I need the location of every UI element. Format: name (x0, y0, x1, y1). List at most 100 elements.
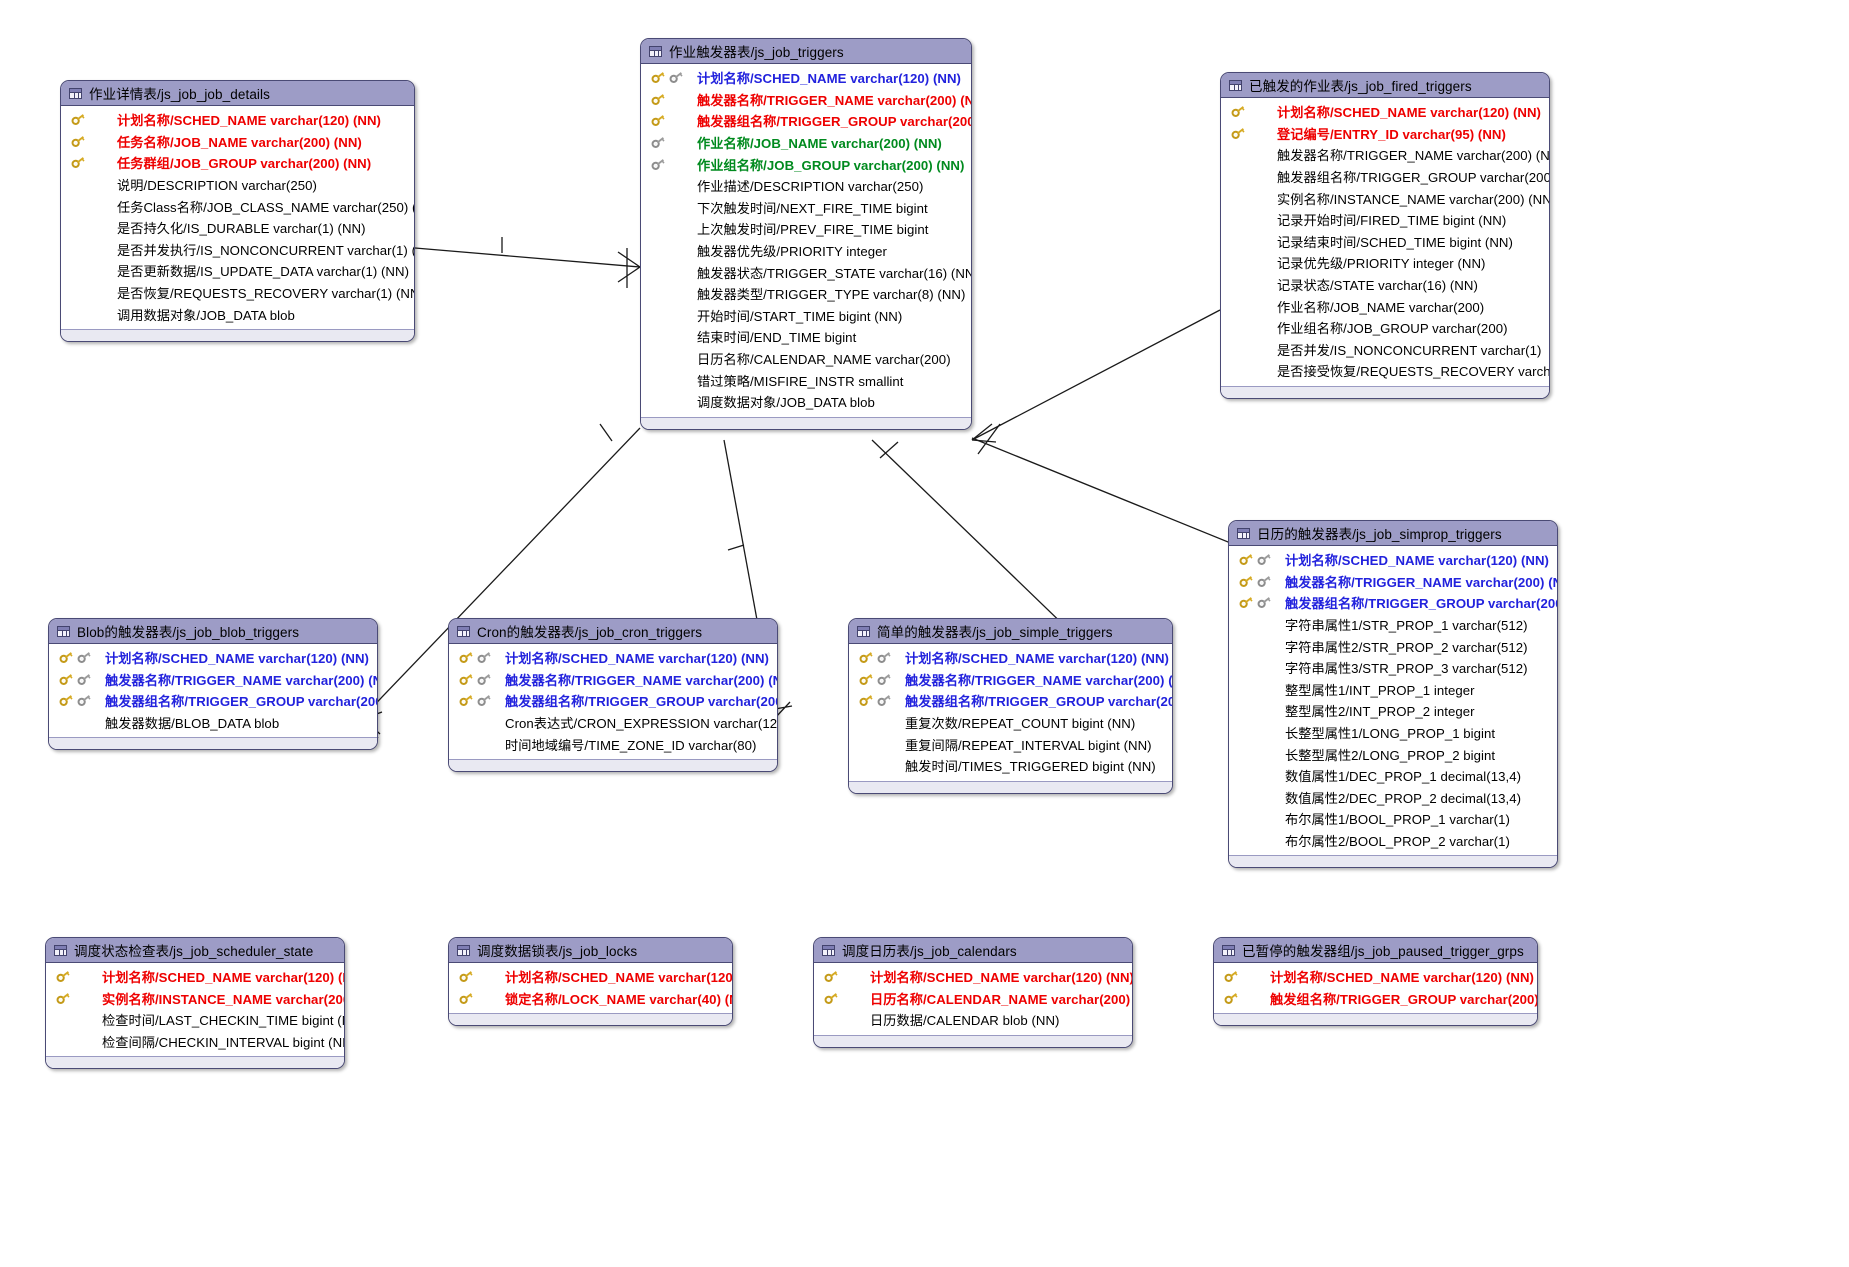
attribute-row[interactable]: 计划名称/SCHED_NAME varchar(120) (NN) (849, 647, 1172, 669)
attribute-row[interactable]: 触发器名称/TRIGGER_NAME varchar(200) (NN) (1229, 571, 1557, 593)
attribute-row[interactable]: 作业组名称/JOB_GROUP varchar(200) (NN) (641, 153, 971, 175)
entity-header-locks[interactable]: 调度数据锁表/js_job_locks (449, 938, 732, 963)
entity-header-blob_triggers[interactable]: Blob的触发器表/js_job_blob_triggers (49, 619, 377, 644)
entity-scheduler_state[interactable]: 调度状态检查表/js_job_scheduler_state 计划名称/SCHED… (45, 937, 345, 1070)
attribute-row[interactable]: 数值属性2/DEC_PROP_2 decimal(13,4) (1229, 787, 1557, 809)
attribute-row[interactable]: 触发器名称/TRIGGER_NAME varchar(200) (NN) (849, 669, 1172, 691)
entity-header-simprop_triggers[interactable]: 日历的触发器表/js_job_simprop_triggers (1229, 521, 1557, 546)
attribute-row[interactable]: 日历名称/CALENDAR_NAME varchar(200) (641, 348, 971, 370)
attribute-row[interactable]: 计划名称/SCHED_NAME varchar(120) (NN) (46, 966, 344, 988)
attribute-row[interactable]: 错过策略/MISFIRE_INSTR smallint (641, 369, 971, 391)
attribute-row[interactable]: 计划名称/SCHED_NAME varchar(120) (NN) (641, 67, 971, 89)
attribute-row[interactable]: 触发器组名称/TRIGGER_GROUP varchar(200) (NN) (849, 690, 1172, 712)
attribute-row[interactable]: 任务Class名称/JOB_CLASS_NAME varchar(250) (N… (61, 195, 414, 217)
attribute-row[interactable]: 时间地域编号/TIME_ZONE_ID varchar(80) (449, 733, 777, 755)
entity-calendars[interactable]: 调度日历表/js_job_calendars 计划名称/SCHED_NAME va… (813, 937, 1133, 1048)
attribute-row[interactable]: 作业组名称/JOB_GROUP varchar(200) (1221, 317, 1549, 339)
attribute-row[interactable]: 下次触发时间/NEXT_FIRE_TIME bigint (641, 197, 971, 219)
entity-header-job_triggers[interactable]: 作业触发器表/js_job_triggers (641, 39, 971, 64)
attribute-row[interactable]: 触发器名称/TRIGGER_NAME varchar(200) (NN) (1221, 144, 1549, 166)
entity-header-scheduler_state[interactable]: 调度状态检查表/js_job_scheduler_state (46, 938, 344, 963)
entity-simprop_triggers[interactable]: 日历的触发器表/js_job_simprop_triggers 计划名称/SCHE… (1228, 520, 1558, 869)
attribute-row[interactable]: 作业名称/JOB_NAME varchar(200) (NN) (641, 132, 971, 154)
attribute-row[interactable]: 上次触发时间/PREV_FIRE_TIME bigint (641, 218, 971, 240)
attribute-row[interactable]: 是否持久化/IS_DURABLE varchar(1) (NN) (61, 217, 414, 239)
attribute-row[interactable]: 触发器状态/TRIGGER_STATE varchar(16) (NN) (641, 261, 971, 283)
attribute-row[interactable]: 触发器组名称/TRIGGER_GROUP varchar(200) (NN) (1221, 166, 1549, 188)
attribute-row[interactable]: 记录优先级/PRIORITY integer (NN) (1221, 252, 1549, 274)
attribute-row[interactable]: 长整型属性2/LONG_PROP_2 bigint (1229, 743, 1557, 765)
attribute-row[interactable]: 触发器组名称/TRIGGER_GROUP varchar(200) (NN) (1229, 592, 1557, 614)
attribute-row[interactable]: 布尔属性2/BOOL_PROP_2 varchar(1) (1229, 830, 1557, 852)
attribute-row[interactable]: 触发器组名称/TRIGGER_GROUP varchar(200) (NN) (449, 690, 777, 712)
attribute-row[interactable]: 计划名称/SCHED_NAME varchar(120) (NN) (449, 966, 732, 988)
entity-fired_triggers[interactable]: 已触发的作业表/js_job_fired_triggers 计划名称/SCHED_… (1220, 72, 1550, 399)
attribute-row[interactable]: 日历名称/CALENDAR_NAME varchar(200) (NN) (814, 988, 1132, 1010)
attribute-row[interactable]: 计划名称/SCHED_NAME varchar(120) (NN) (49, 647, 377, 669)
attribute-row[interactable]: 计划名称/SCHED_NAME varchar(120) (NN) (61, 109, 414, 131)
attribute-row[interactable]: 任务名称/JOB_NAME varchar(200) (NN) (61, 131, 414, 153)
entity-job_details[interactable]: 作业详情表/js_job_job_details 计划名称/SCHED_NAME … (60, 80, 415, 342)
attribute-row[interactable]: 日历数据/CALENDAR blob (NN) (814, 1009, 1132, 1031)
attribute-row[interactable]: 触发时间/TIMES_TRIGGERED bigint (NN) (849, 755, 1172, 777)
attribute-row[interactable]: 触发器名称/TRIGGER_NAME varchar(200) (NN) (449, 669, 777, 691)
attribute-row[interactable]: 是否更新数据/IS_UPDATE_DATA varchar(1) (NN) (61, 260, 414, 282)
attribute-row[interactable]: 触发器组名称/TRIGGER_GROUP varchar(200) (NN) (49, 690, 377, 712)
attribute-row[interactable]: 作业描述/DESCRIPTION varchar(250) (641, 175, 971, 197)
attribute-row[interactable]: 是否并发/IS_NONCONCURRENT varchar(1) (1221, 339, 1549, 361)
entity-header-job_details[interactable]: 作业详情表/js_job_job_details (61, 81, 414, 106)
entity-header-calendars[interactable]: 调度日历表/js_job_calendars (814, 938, 1132, 963)
attribute-row[interactable]: 触发器数据/BLOB_DATA blob (49, 712, 377, 734)
attribute-row[interactable]: 计划名称/SCHED_NAME varchar(120) (NN) (1221, 101, 1549, 123)
attribute-row[interactable]: 调用数据对象/JOB_DATA blob (61, 303, 414, 325)
attribute-row[interactable]: 布尔属性1/BOOL_PROP_1 varchar(1) (1229, 808, 1557, 830)
attribute-row[interactable]: 计划名称/SCHED_NAME varchar(120) (NN) (1214, 966, 1537, 988)
attribute-row[interactable]: 计划名称/SCHED_NAME varchar(120) (NN) (449, 647, 777, 669)
attribute-row[interactable]: 数值属性1/DEC_PROP_1 decimal(13,4) (1229, 765, 1557, 787)
attribute-row[interactable]: 触发器名称/TRIGGER_NAME varchar(200) (NN) (641, 89, 971, 111)
entity-paused_trigger_grps[interactable]: 已暂停的触发器组/js_job_paused_trigger_grps 计划名称/… (1213, 937, 1538, 1027)
attribute-row[interactable]: 触发组名称/TRIGGER_GROUP varchar(200) (NN) (1214, 988, 1537, 1010)
attribute-row[interactable]: 开始时间/START_TIME bigint (NN) (641, 305, 971, 327)
attribute-row[interactable]: 字符串属性3/STR_PROP_3 varchar(512) (1229, 657, 1557, 679)
attribute-row[interactable]: 计划名称/SCHED_NAME varchar(120) (NN) (814, 966, 1132, 988)
attribute-row[interactable]: 锁定名称/LOCK_NAME varchar(40) (NN) (449, 988, 732, 1010)
attribute-row[interactable]: 记录结束时间/SCHED_TIME bigint (NN) (1221, 231, 1549, 253)
attribute-row[interactable]: 任务群组/JOB_GROUP varchar(200) (NN) (61, 152, 414, 174)
attribute-row[interactable]: 检查间隔/CHECKIN_INTERVAL bigint (NN) (46, 1031, 344, 1053)
attribute-row[interactable]: 字符串属性1/STR_PROP_1 varchar(512) (1229, 614, 1557, 636)
entity-header-cron_triggers[interactable]: Cron的触发器表/js_job_cron_triggers (449, 619, 777, 644)
attribute-row[interactable]: 记录状态/STATE varchar(16) (NN) (1221, 274, 1549, 296)
entity-simple_triggers[interactable]: 简单的触发器表/js_job_simple_triggers 计划名称/SCHED… (848, 618, 1173, 794)
entity-blob_triggers[interactable]: Blob的触发器表/js_job_blob_triggers 计划名称/SCHED… (48, 618, 378, 751)
attribute-row[interactable]: 整型属性1/INT_PROP_1 integer (1229, 679, 1557, 701)
attribute-row[interactable]: 整型属性2/INT_PROP_2 integer (1229, 700, 1557, 722)
entity-header-simple_triggers[interactable]: 简单的触发器表/js_job_simple_triggers (849, 619, 1172, 644)
attribute-row[interactable]: 重复次数/REPEAT_COUNT bigint (NN) (849, 712, 1172, 734)
attribute-row[interactable]: 是否接受恢复/REQUESTS_RECOVERY varchar(1) (1221, 360, 1549, 382)
attribute-row[interactable]: 触发器名称/TRIGGER_NAME varchar(200) (NN) (49, 669, 377, 691)
entity-cron_triggers[interactable]: Cron的触发器表/js_job_cron_triggers 计划名称/SCHED… (448, 618, 778, 772)
attribute-row[interactable]: 长整型属性1/LONG_PROP_1 bigint (1229, 722, 1557, 744)
attribute-row[interactable]: 触发器类型/TRIGGER_TYPE varchar(8) (NN) (641, 283, 971, 305)
attribute-row[interactable]: 检查时间/LAST_CHECKIN_TIME bigint (NN) (46, 1009, 344, 1031)
entity-header-fired_triggers[interactable]: 已触发的作业表/js_job_fired_triggers (1221, 73, 1549, 98)
entity-header-paused_trigger_grps[interactable]: 已暂停的触发器组/js_job_paused_trigger_grps (1214, 938, 1537, 963)
attribute-row[interactable]: 计划名称/SCHED_NAME varchar(120) (NN) (1229, 549, 1557, 571)
attribute-row[interactable]: 实例名称/INSTANCE_NAME varchar(200) (NN) (1221, 187, 1549, 209)
attribute-row[interactable]: 调度数据对象/JOB_DATA blob (641, 391, 971, 413)
attribute-row[interactable]: 结束时间/END_TIME bigint (641, 326, 971, 348)
attribute-row[interactable]: 是否并发执行/IS_NONCONCURRENT varchar(1) (NN) (61, 239, 414, 261)
attribute-row[interactable]: 是否恢复/REQUESTS_RECOVERY varchar(1) (NN) (61, 282, 414, 304)
attribute-row[interactable]: Cron表达式/CRON_EXPRESSION varchar(120) (NN… (449, 712, 777, 734)
attribute-row[interactable]: 触发器组名称/TRIGGER_GROUP varchar(200) (NN) (641, 110, 971, 132)
attribute-row[interactable]: 实例名称/INSTANCE_NAME varchar(200) (NN) (46, 988, 344, 1010)
entity-job_triggers[interactable]: 作业触发器表/js_job_triggers 计划名称/SCHED_NAME va… (640, 38, 972, 430)
attribute-row[interactable]: 字符串属性2/STR_PROP_2 varchar(512) (1229, 635, 1557, 657)
attribute-row[interactable]: 说明/DESCRIPTION varchar(250) (61, 174, 414, 196)
attribute-row[interactable]: 触发器优先级/PRIORITY integer (641, 240, 971, 262)
attribute-row[interactable]: 登记编号/ENTRY_ID varchar(95) (NN) (1221, 123, 1549, 145)
attribute-row[interactable]: 重复间隔/REPEAT_INTERVAL bigint (NN) (849, 733, 1172, 755)
entity-locks[interactable]: 调度数据锁表/js_job_locks 计划名称/SCHED_NAME varch… (448, 937, 733, 1027)
attribute-row[interactable]: 作业名称/JOB_NAME varchar(200) (1221, 295, 1549, 317)
